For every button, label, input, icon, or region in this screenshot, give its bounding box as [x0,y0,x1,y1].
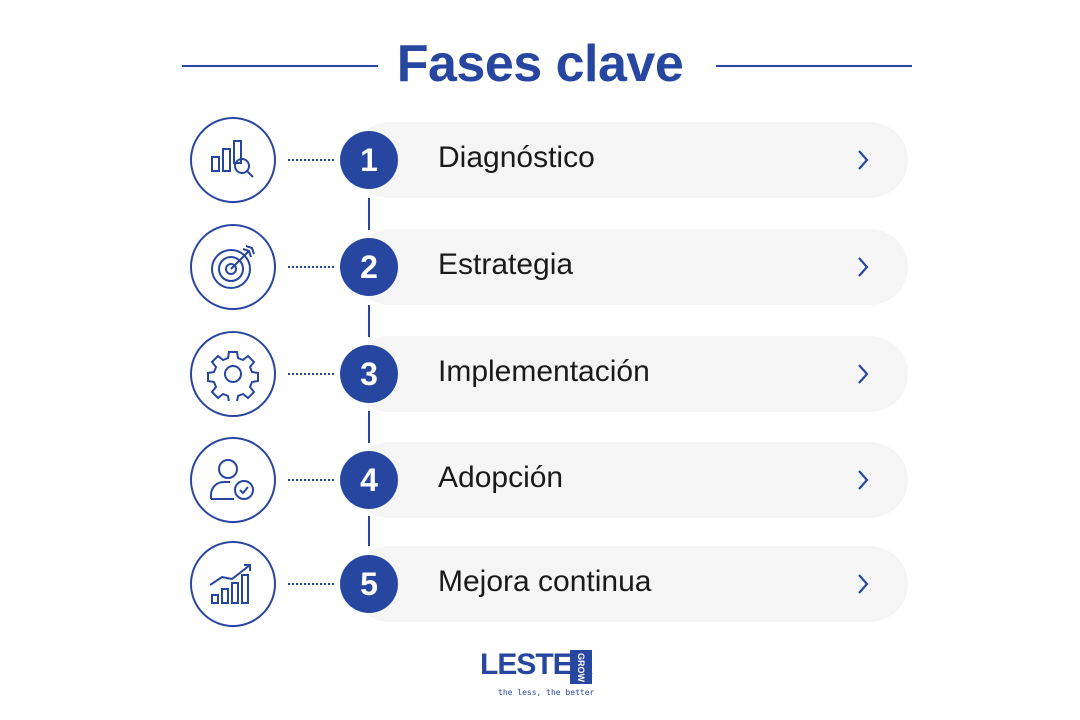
dotted-leader [288,479,334,481]
step-number: 2 [340,238,398,296]
step-number: 5 [340,555,398,613]
connector [368,411,370,443]
target-icon [190,224,276,310]
title-block: Fases clave [0,30,1080,100]
step-label: Adopción [438,461,564,494]
step-number: 1 [340,131,398,189]
step-label: Mejora continua [438,565,652,598]
chevron-right-icon[interactable] [852,255,874,279]
chart-search-icon [190,117,276,203]
chevron-right-icon[interactable] [852,148,874,172]
step-pill[interactable] [352,442,908,518]
gear-icon [190,331,276,417]
step-number: 3 [340,345,398,403]
step-label: Implementación [438,355,650,388]
step-row-1[interactable]: 1 Diagnóstico [0,117,1080,207]
chevron-right-icon[interactable] [852,362,874,386]
step-pill[interactable] [352,546,908,622]
dotted-leader [288,159,334,161]
step-row-3[interactable]: 3 Implementación [0,331,1080,421]
step-row-2[interactable]: 2 Estrategia [0,224,1080,314]
page-title: Fases clave [396,35,684,93]
dotted-leader [288,266,334,268]
connector [368,305,370,337]
step-row-5[interactable]: 5 Mejora continua [0,541,1080,631]
connector [368,516,370,546]
step-label: Diagnóstico [438,141,595,174]
title-rule-left [182,65,378,67]
step-label: Estrategia [438,248,574,281]
step-pill[interactable] [352,229,908,305]
dotted-leader [288,373,334,375]
chevron-right-icon[interactable] [852,468,874,492]
title-rule-right [716,65,912,67]
logo-tagline: the less, the better [498,688,595,697]
step-row-4[interactable]: 4 Adopción [0,437,1080,527]
step-number: 4 [340,451,398,509]
dotted-leader [288,583,334,585]
growth-chart-icon [190,541,276,627]
logo-badge: GROW [570,650,592,684]
brand-logo: LESTER GROW the less, the better [480,648,600,704]
chevron-right-icon[interactable] [852,572,874,596]
step-pill[interactable] [352,122,908,198]
step-pill[interactable] [352,336,908,412]
user-check-icon [190,437,276,523]
connector [368,198,370,230]
